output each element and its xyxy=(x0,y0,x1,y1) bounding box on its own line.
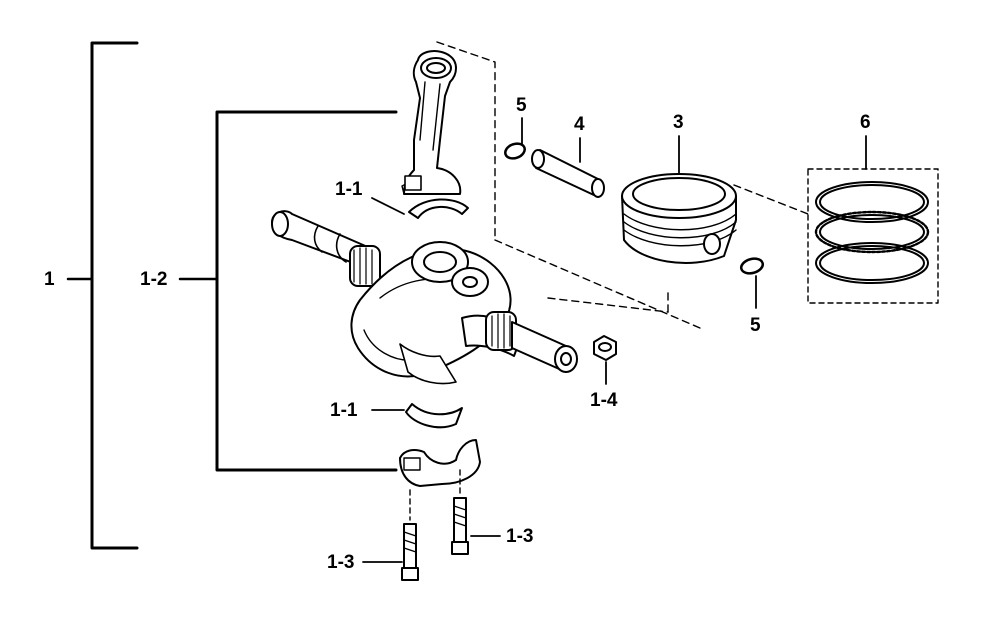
label-circlip-lower: 5 xyxy=(750,315,761,336)
label-nut: 1-4 xyxy=(590,390,618,411)
bearing-shell-upper xyxy=(408,198,469,219)
circlip-upper xyxy=(504,142,526,160)
rod-cap xyxy=(399,439,481,487)
bolt-right xyxy=(451,469,469,555)
circlip-lower xyxy=(739,257,765,275)
piston xyxy=(621,173,737,264)
piston-rings-box xyxy=(807,168,939,304)
label-piston-rings: 6 xyxy=(860,112,871,133)
alignment-dashed-lines xyxy=(436,41,809,329)
connecting-rod xyxy=(401,50,462,195)
label-bolt-right: 1-3 xyxy=(506,526,534,547)
bracket-subassembly-1-2 xyxy=(215,110,398,472)
piston-rings xyxy=(814,181,930,284)
label-circlip-upper: 5 xyxy=(516,95,527,116)
nut xyxy=(593,335,617,361)
piston-pin xyxy=(531,149,605,198)
label-subassembly-1-2: 1-2 xyxy=(140,269,168,290)
bracket-assembly-1 xyxy=(90,41,139,550)
label-bolt-left: 1-3 xyxy=(327,552,355,573)
leader-lines xyxy=(362,117,867,563)
crankshaft xyxy=(271,210,578,385)
label-bearing-upper: 1-1 xyxy=(335,179,363,200)
label-assembly-1: 1 xyxy=(44,269,55,290)
bolt-left xyxy=(401,489,419,581)
label-piston-pin: 4 xyxy=(574,114,585,135)
label-piston: 3 xyxy=(673,112,684,133)
label-bearing-lower: 1-1 xyxy=(330,400,358,421)
bearing-shell-lower xyxy=(405,403,463,429)
